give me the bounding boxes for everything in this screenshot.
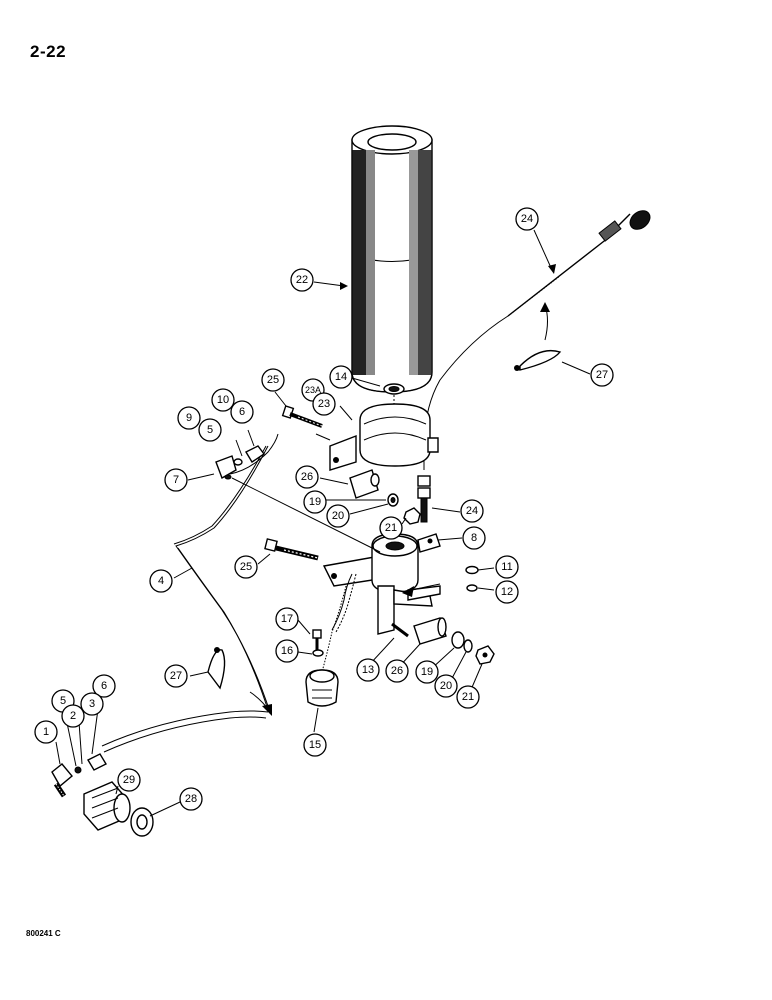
figure-code: 800241 C — [26, 929, 61, 938]
callout-5-top: 5 — [198, 418, 222, 442]
svg-text:22: 22 — [296, 274, 308, 286]
svg-text:10: 10 — [217, 394, 229, 406]
callout-26-top: 26 — [295, 465, 319, 489]
filter-canister — [351, 125, 433, 393]
washer-28 — [130, 807, 154, 837]
cable-fitting — [417, 475, 431, 523]
callout-19-top: 19 — [303, 490, 327, 514]
svg-text:27: 27 — [596, 369, 608, 381]
callout-8: 8 — [462, 526, 486, 550]
callout-26-lower: 26 — [385, 659, 409, 683]
svg-text:19: 19 — [309, 496, 321, 508]
svg-text:15: 15 — [309, 739, 321, 751]
svg-text:26: 26 — [391, 665, 403, 677]
callout-14: 14 — [329, 365, 353, 389]
callout-6-top: 6 — [230, 400, 254, 424]
callout-22: 22 — [290, 268, 314, 292]
svg-text:6: 6 — [239, 406, 245, 418]
svg-text:4: 4 — [158, 575, 164, 587]
elbow-fitting-upper — [215, 445, 266, 480]
callout-1: 1 — [34, 720, 58, 744]
washer-nut-upper — [387, 493, 421, 525]
leader-lines — [55, 229, 591, 817]
svg-text:19: 19 — [421, 666, 433, 678]
svg-text:14: 14 — [335, 371, 347, 383]
svg-text:24: 24 — [466, 505, 478, 517]
drain-valve — [305, 585, 347, 707]
svg-text:24: 24 — [521, 213, 533, 225]
control-cable — [423, 210, 651, 470]
callout-3: 3 — [80, 692, 104, 716]
svg-text:11: 11 — [501, 561, 512, 573]
svg-text:5: 5 — [207, 424, 213, 436]
callout-2: 2 — [61, 704, 85, 728]
mounting-band — [315, 403, 439, 471]
svg-text:9: 9 — [186, 412, 192, 424]
callout-28: 28 — [179, 787, 203, 811]
callout-25-lower: 25 — [234, 555, 258, 579]
svg-text:29: 29 — [123, 774, 135, 786]
filter-housing-bracket — [322, 533, 441, 635]
svg-text:28: 28 — [185, 793, 197, 805]
svg-text:16: 16 — [281, 645, 293, 657]
cable-tie-lower — [207, 647, 226, 690]
callout-9: 9 — [177, 406, 201, 430]
callout-6-lower: 6 — [92, 674, 116, 698]
cable-tie-upper — [514, 349, 562, 371]
callout-24-top: 24 — [515, 207, 539, 231]
callout-25-top: 25 — [261, 368, 285, 392]
svg-text:3: 3 — [89, 698, 95, 710]
adapter-29 — [83, 781, 131, 831]
page-number: 2-22 — [30, 42, 67, 61]
o-rings — [465, 565, 479, 592]
callout-7: 7 — [164, 468, 188, 492]
bolt-upper — [281, 405, 323, 428]
callout-13: 13 — [356, 658, 380, 682]
fuel-line — [173, 433, 381, 713]
elbow-fitting-lower — [51, 753, 107, 798]
svg-text:25: 25 — [267, 374, 279, 386]
svg-text:21: 21 — [385, 522, 397, 534]
svg-text:8: 8 — [471, 532, 477, 544]
callout-4: 4 — [149, 569, 173, 593]
callout-23: 23 — [312, 392, 336, 416]
callout-17: 17 — [275, 607, 299, 631]
svg-text:12: 12 — [501, 586, 513, 598]
callout-10: 10 — [211, 388, 235, 412]
svg-text:17: 17 — [281, 613, 293, 625]
lower-hardware — [391, 617, 495, 665]
callout-21-lower: 21 — [456, 685, 480, 709]
svg-text:2: 2 — [70, 710, 76, 722]
svg-text:20: 20 — [332, 510, 344, 522]
svg-text:13: 13 — [362, 664, 374, 676]
svg-text:20: 20 — [440, 680, 452, 692]
callout-20-lower: 20 — [434, 674, 458, 698]
callout-16: 16 — [275, 639, 299, 663]
callout-27-lower: 27 — [164, 664, 188, 688]
callout-12: 12 — [495, 580, 519, 604]
callout-21-top: 21 — [379, 516, 403, 540]
svg-text:6: 6 — [101, 680, 107, 692]
svg-text:23A: 23A — [305, 385, 321, 395]
svg-text:27: 27 — [170, 670, 182, 682]
callout-20-top: 20 — [326, 504, 350, 528]
callout-15: 15 — [303, 733, 327, 757]
svg-text:26: 26 — [301, 471, 313, 483]
spacer-upper — [349, 469, 380, 499]
callout-11: 11 — [495, 555, 519, 579]
callout-27-top: 27 — [590, 363, 614, 387]
callout-29: 29 — [117, 768, 141, 792]
svg-text:7: 7 — [173, 474, 179, 486]
bolt-lower — [264, 538, 319, 561]
callout-19-lower: 19 — [415, 660, 439, 684]
svg-text:23: 23 — [318, 398, 330, 410]
svg-text:25: 25 — [240, 561, 252, 573]
svg-text:21: 21 — [462, 691, 474, 703]
svg-text:1: 1 — [43, 726, 49, 738]
callout-24-mid: 24 — [460, 499, 484, 523]
lower-line — [101, 691, 272, 753]
svg-text:5: 5 — [60, 695, 66, 707]
